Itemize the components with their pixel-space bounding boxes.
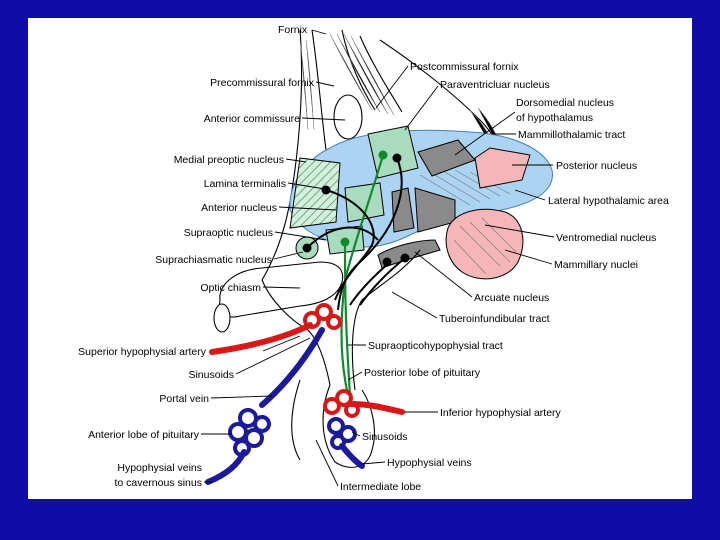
label-postcommissural-fornix: Postcommissural fornix xyxy=(410,61,519,73)
label-supraopticohypophysial-tract: Supraopticohypophysial tract xyxy=(368,340,503,352)
label-dorsomedial-nucleus-1: Dorsomedial nucleus xyxy=(516,97,614,109)
posterior-nucleus-shape xyxy=(474,147,531,189)
label-anterior-commissure: Anterior commissure xyxy=(204,113,300,125)
label-portal-vein: Portal vein xyxy=(159,393,209,405)
label-hypophysial-veins-right: Hypophysial veins xyxy=(387,457,472,469)
label-intermediate-lobe: Intermediate lobe xyxy=(340,481,421,493)
mammillary-nuclei-shape xyxy=(445,208,524,280)
label-precommissural-fornix: Precommissural fornix xyxy=(210,77,315,89)
posterior-hypophysial-veins xyxy=(327,417,365,469)
label-fornix: Fornix xyxy=(278,24,308,36)
label-medial-preoptic-nucleus: Medial preoptic nucleus xyxy=(174,154,284,166)
label-mammillary-nuclei: Mammillary nuclei xyxy=(554,259,638,271)
label-mammillothalamic-tract: Mammillothalamic tract xyxy=(518,129,625,141)
label-hypophysial-veins-left-2: to cavernous sinus xyxy=(114,477,202,489)
anterior-commissure-shape xyxy=(333,94,363,140)
mammillary-hatch xyxy=(453,217,517,275)
label-optic-chiasm: Optic chiasm xyxy=(200,282,261,294)
label-paraventricular-nucleus: Paraventricluar nucleus xyxy=(440,79,550,91)
label-sinusoids-right: Sinusoids xyxy=(362,431,408,443)
arcuate-nucleus-shape xyxy=(377,239,441,269)
label-anterior-nucleus: Anterior nucleus xyxy=(201,202,277,214)
label-hypophysial-veins-left-1: Hypophysial veins xyxy=(117,462,202,474)
medial-preoptic-nucleus-shape xyxy=(289,157,341,229)
label-inferior-hypophysial-artery: Inferior hypophysial artery xyxy=(440,407,562,419)
label-supraoptic-nucleus: Supraoptic nucleus xyxy=(184,227,273,239)
label-suprachiasmatic-nucleus: Suprachiasmatic nucleus xyxy=(155,254,272,266)
label-arcuate-nucleus: Arcuate nucleus xyxy=(474,292,549,304)
leader-lines xyxy=(201,29,555,487)
label-lateral-hypothalamic-area: Lateral hypothalamic area xyxy=(548,195,669,207)
label-lamina-terminalis: Lamina terminalis xyxy=(204,178,286,190)
neuron-tracts xyxy=(302,150,410,396)
label-sinusoids-left: Sinusoids xyxy=(188,369,234,381)
label-superior-hypophysial-artery: Superior hypophysial artery xyxy=(78,346,207,358)
portal-vein-and-anterior-lobe xyxy=(205,327,325,485)
label-tuberoinfundibular-tract: Tuberoinfundibular tract xyxy=(439,313,550,325)
slide-background xyxy=(28,18,692,499)
optic-chiasm-shape xyxy=(219,261,344,318)
anterior-nucleus-shape xyxy=(344,182,385,223)
inferior-hypophysial-artery xyxy=(323,389,405,418)
superior-hypophysial-artery xyxy=(209,303,342,355)
label-dorsomedial-nucleus-2: of hypothalamus xyxy=(516,112,593,124)
label-posterior-nucleus: Posterior nucleus xyxy=(556,160,637,172)
labels: Fornix Postcommissural fornix Precommiss… xyxy=(78,24,669,493)
label-ventromedial-nucleus: Ventromedial nucleus xyxy=(556,232,656,244)
label-anterior-lobe: Anterior lobe of pituitary xyxy=(88,429,200,441)
label-posterior-lobe: Posterior lobe of pituitary xyxy=(364,367,481,379)
